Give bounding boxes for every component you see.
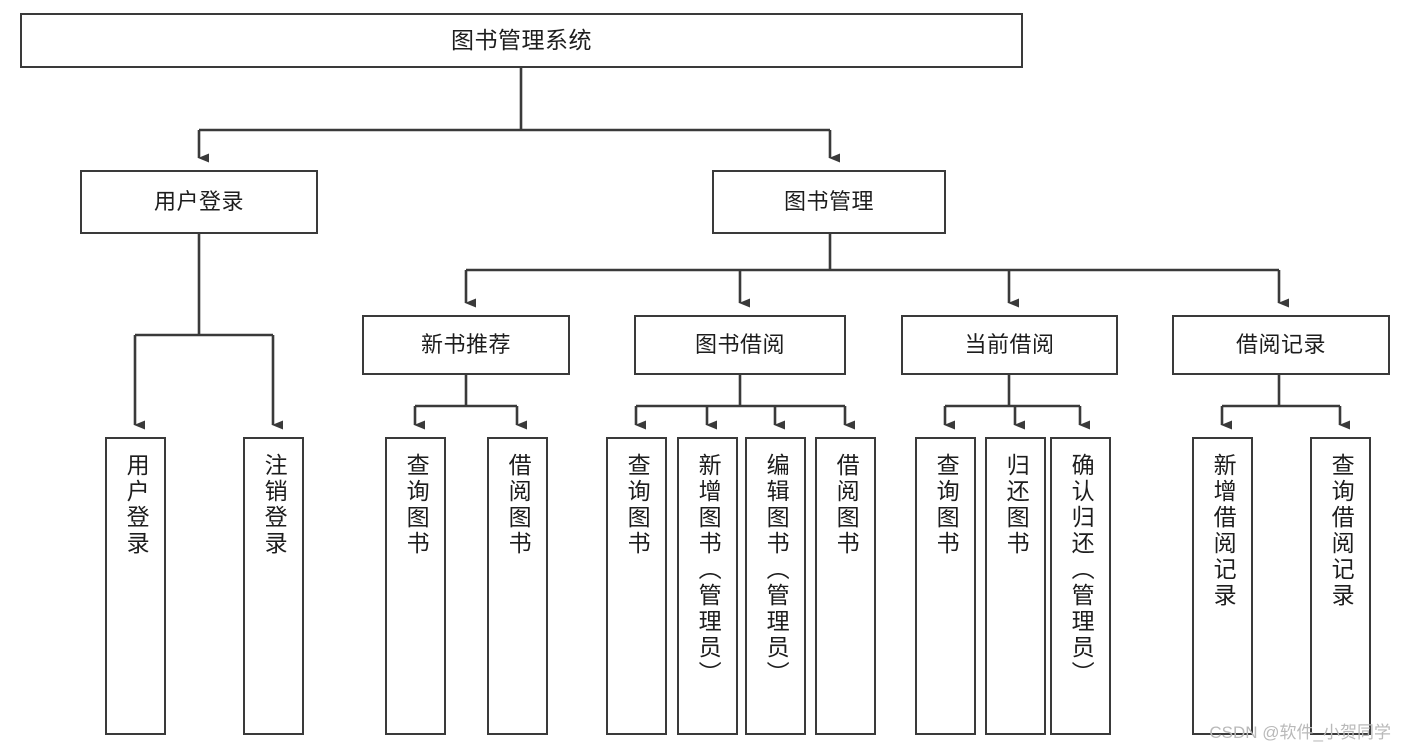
leaf-book-borrow-borrow-books[interactable]: 借阅图书 xyxy=(815,437,876,735)
leaf-current-borrow-query-books[interactable]: 查询图书 xyxy=(915,437,976,735)
node-label: 查询图书 xyxy=(933,453,960,557)
node-label: 新增图书（管理员） xyxy=(695,453,722,687)
node-label: 确认归还（管理员） xyxy=(1068,453,1095,687)
csdn-watermark: CSDN @软件_小贺同学 xyxy=(1209,723,1391,742)
node-label: 查询借阅记录 xyxy=(1328,453,1355,609)
node-label: 图书管理 xyxy=(783,189,874,215)
node-label: 新书推荐 xyxy=(420,332,511,358)
node-label: 归还图书 xyxy=(1003,453,1030,557)
node-label: 用户登录 xyxy=(153,189,244,215)
node-borrowing-record[interactable]: 借阅记录 xyxy=(1172,315,1390,375)
node-label: 借阅图书 xyxy=(833,453,860,557)
node-label: 注销登录 xyxy=(261,453,288,557)
node-label: 新增借阅记录 xyxy=(1210,453,1237,609)
node-label: 用户登录 xyxy=(123,453,150,557)
leaf-borrow-record-add-record[interactable]: 新增借阅记录 xyxy=(1192,437,1253,735)
node-label: 图书管理系统 xyxy=(451,26,592,53)
leaf-current-borrow-confirm-return-admin[interactable]: 确认归还（管理员） xyxy=(1050,437,1111,735)
node-root-book-management-system[interactable]: 图书管理系统 xyxy=(20,13,1023,68)
leaf-new-book-query-books[interactable]: 查询图书 xyxy=(385,437,446,735)
node-label: 查询图书 xyxy=(624,453,651,557)
leaf-book-borrow-add-book-admin[interactable]: 新增图书（管理员） xyxy=(677,437,738,735)
node-book-management[interactable]: 图书管理 xyxy=(712,170,946,234)
leaf-user-login-sign-in[interactable]: 用户登录 xyxy=(105,437,166,735)
node-user-login[interactable]: 用户登录 xyxy=(80,170,318,234)
leaf-new-book-borrow-books[interactable]: 借阅图书 xyxy=(487,437,548,735)
node-label: 当前借阅 xyxy=(964,332,1055,358)
node-label: 图书借阅 xyxy=(694,332,785,358)
node-label: 借阅记录 xyxy=(1235,332,1326,358)
node-book-borrowing[interactable]: 图书借阅 xyxy=(634,315,846,375)
node-label: 借阅图书 xyxy=(505,453,532,557)
node-new-book-recommendation[interactable]: 新书推荐 xyxy=(362,315,570,375)
node-label: 编辑图书（管理员） xyxy=(763,453,790,687)
leaf-borrow-record-query-record[interactable]: 查询借阅记录 xyxy=(1310,437,1371,735)
leaf-current-borrow-return-books[interactable]: 归还图书 xyxy=(985,437,1046,735)
leaf-user-login-sign-out[interactable]: 注销登录 xyxy=(243,437,304,735)
node-current-borrowing[interactable]: 当前借阅 xyxy=(901,315,1118,375)
node-label: 查询图书 xyxy=(403,453,430,557)
leaf-book-borrow-query-books[interactable]: 查询图书 xyxy=(606,437,667,735)
leaf-book-borrow-edit-book-admin[interactable]: 编辑图书（管理员） xyxy=(745,437,806,735)
